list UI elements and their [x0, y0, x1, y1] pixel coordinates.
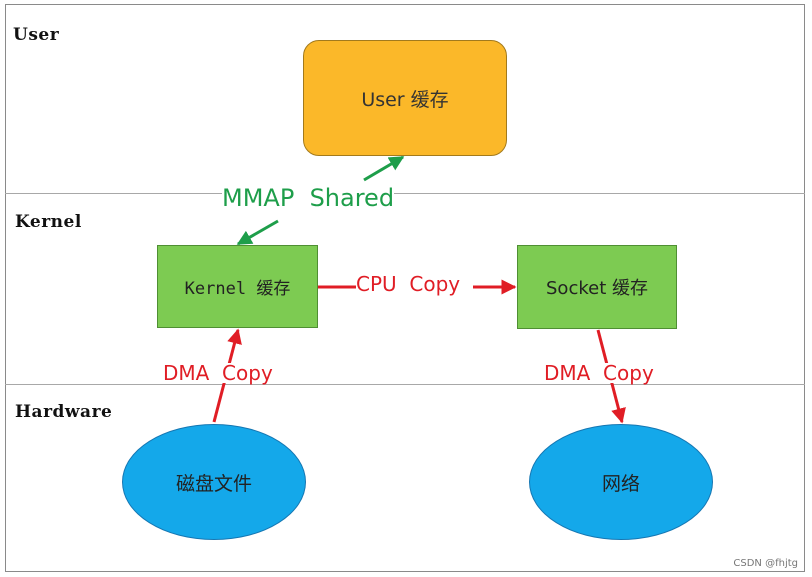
network-label: 网络	[601, 472, 640, 495]
kernel-cache-box: Kernel 缓存	[157, 245, 318, 328]
user-kernel-divider	[5, 193, 805, 194]
layer-label-hardware: Hardware	[15, 402, 113, 422]
layer-label-user: User	[13, 25, 60, 45]
mmap-arrow-down	[236, 219, 279, 246]
disk-file-ellipse: 磁盘文件	[122, 424, 306, 540]
diagram-frame	[5, 4, 805, 572]
mmap-shared-label: MMAP Shared	[222, 184, 395, 212]
layer-label-kernel: Kernel	[15, 212, 82, 232]
mmap-arrow-up	[363, 155, 405, 182]
socket-cache-label: Socket 缓存	[546, 278, 648, 299]
user-cache-label: User 缓存	[361, 88, 449, 111]
network-ellipse: 网络	[529, 424, 713, 540]
cpu-copy-label: CPU Copy	[356, 272, 461, 296]
socket-cache-box: Socket 缓存	[517, 245, 677, 329]
dma-copy-in-label: DMA Copy	[163, 361, 273, 385]
watermark: CSDN @fhjtg	[733, 558, 798, 569]
dma-copy-out-label: DMA Copy	[544, 361, 654, 385]
user-cache-box: User 缓存	[303, 40, 507, 156]
disk-file-label: 磁盘文件	[175, 472, 252, 495]
kernel-cache-label: Kernel 缓存	[184, 279, 291, 299]
kernel-hardware-divider	[5, 384, 805, 385]
